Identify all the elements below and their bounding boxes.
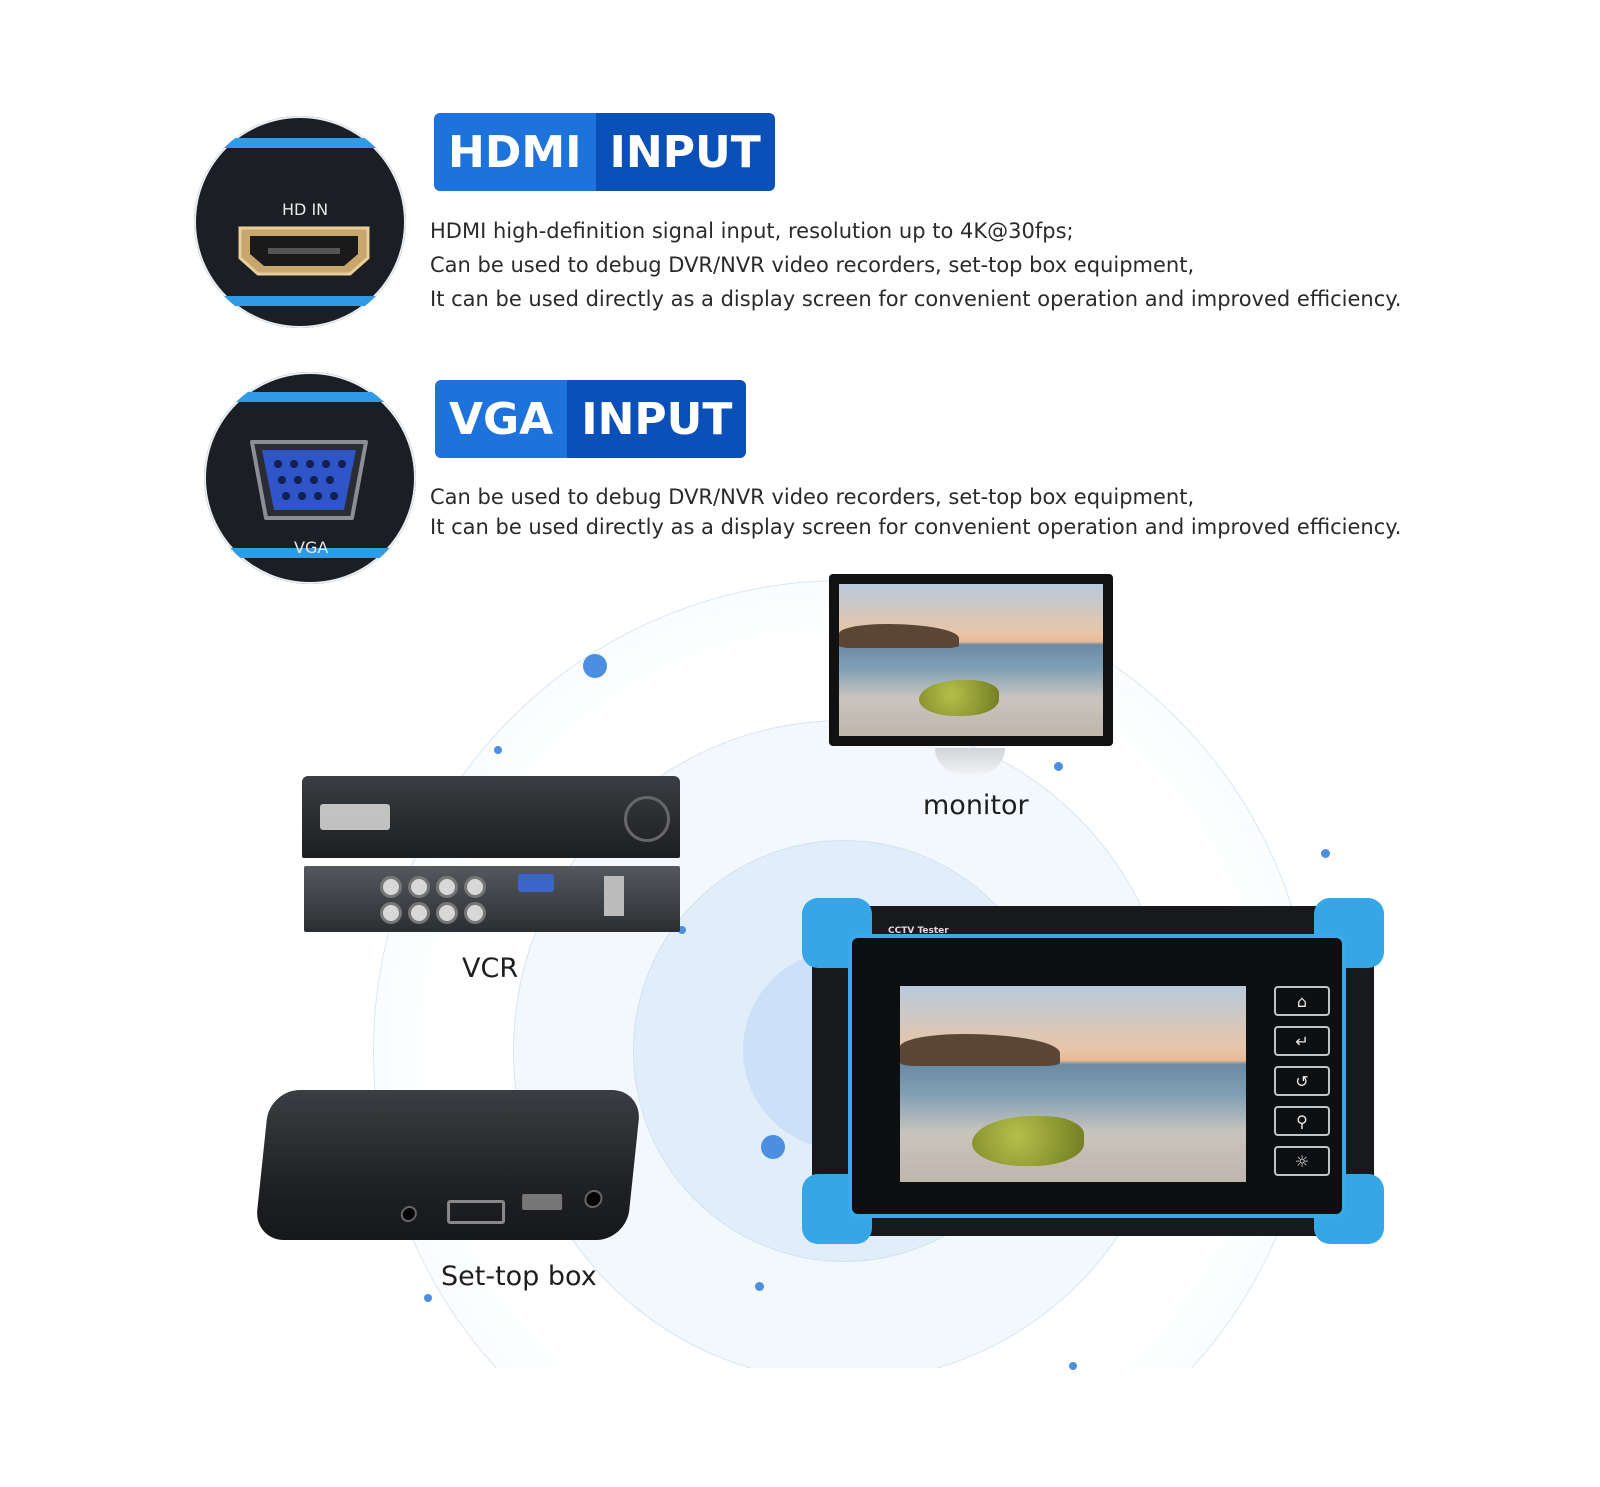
dvr-front (302, 776, 680, 858)
hdmi-port-icon (238, 226, 370, 276)
home-icon: ⌂ (1296, 991, 1308, 1011)
back-icon: ↺ (1295, 1071, 1309, 1091)
vga-badge-right: INPUT (567, 380, 747, 458)
enter-icon: ↵ (1295, 1031, 1309, 1051)
vga-port-icon (250, 440, 368, 520)
cctv-tester-image: ⌂ ↵ ↺ ⚲ ☼ CCTV Tester (802, 898, 1384, 1244)
vga-line-1: Can be used to debug DVR/NVR video recor… (430, 485, 1195, 509)
hdmi-port-label: HD IN (282, 200, 329, 219)
vga-port-label: VGA (294, 538, 329, 557)
signal-dot (494, 746, 502, 754)
hdmi-badge-right: INPUT (595, 113, 775, 191)
signal-dot (678, 926, 686, 934)
vcr-caption: VCR (462, 953, 519, 984)
monitor-stand (935, 748, 1005, 774)
tester-bezel: ⌂ ↵ ↺ ⚲ ☼ (848, 934, 1346, 1218)
hdmi-line-1: HDMI high-definition signal input, resol… (430, 219, 1074, 243)
light-icon: ☼ (1294, 1151, 1310, 1171)
tester-title: CCTV Tester (888, 926, 949, 936)
signal-dot (1321, 849, 1330, 858)
signal-dot (755, 1282, 764, 1291)
monitor-image (829, 574, 1113, 746)
vga-line-2: It can be used directly as a display scr… (430, 515, 1402, 539)
signal-dot (583, 654, 607, 678)
vga-port-image: VGA (204, 372, 416, 584)
vga-input-badge: VGA INPUT (435, 380, 747, 458)
signal-dot (761, 1135, 785, 1159)
signal-dot (1069, 1362, 1077, 1370)
zoom-button[interactable]: ⚲ (1274, 1106, 1330, 1136)
dvr-back-panel (304, 866, 680, 932)
home-button[interactable]: ⌂ (1274, 986, 1330, 1016)
hdmi-line-3: It can be used directly as a display scr… (430, 287, 1402, 311)
hdmi-badge-left: HDMI (434, 113, 596, 191)
monitor-screen (839, 584, 1103, 736)
light-button[interactable]: ☼ (1274, 1146, 1330, 1176)
vga-badge-left: VGA (435, 380, 568, 458)
monitor-caption: monitor (923, 790, 1029, 821)
enter-button[interactable]: ↵ (1274, 1026, 1330, 1056)
signal-dot (1054, 762, 1063, 771)
hdmi-line-2: Can be used to debug DVR/NVR video recor… (430, 253, 1195, 277)
back-button[interactable]: ↺ (1274, 1066, 1330, 1096)
set-top-box-caption: Set-top box (441, 1261, 597, 1292)
hdmi-input-badge: HDMI INPUT (434, 113, 775, 191)
hdmi-port-image: HD IN (194, 116, 406, 328)
tester-screen (900, 986, 1246, 1182)
signal-dot (424, 1294, 432, 1302)
set-top-box-image (254, 1090, 642, 1240)
zoom-icon: ⚲ (1296, 1111, 1308, 1131)
